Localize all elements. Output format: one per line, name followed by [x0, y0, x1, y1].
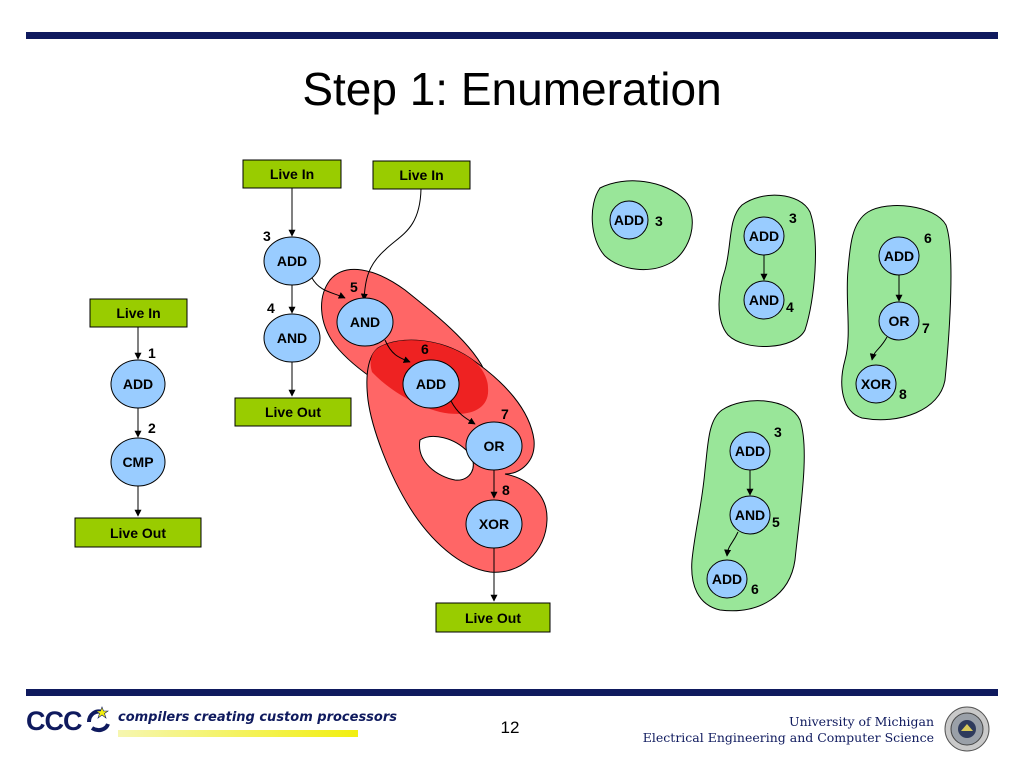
slide-title: Step 1: Enumeration: [302, 63, 722, 115]
graph-b-node-number-3: 3: [263, 228, 271, 244]
subgraph-3-number-6: 6: [924, 230, 932, 246]
graph-b-node-number-5: 5: [350, 279, 358, 295]
subgraph-1-node-add-label: ADD: [614, 212, 644, 228]
graph-b-node-add-6-label: ADD: [416, 376, 446, 392]
graph-a-live-out-label: Live Out: [110, 525, 166, 541]
subgraph-1-node-add: [609, 200, 649, 240]
graph-b-node-and-5-label: AND: [350, 314, 380, 330]
subgraph-4-number-5: 5: [772, 514, 780, 530]
subgraph-2-number-3: 3: [789, 210, 797, 226]
subgraph-3-node-xor: [855, 364, 897, 404]
subgraph-3-number-7: 7: [922, 320, 930, 336]
graph-a-node-cmp-label: CMP: [122, 454, 153, 470]
subgraph-3-node-add-label: ADD: [884, 248, 914, 264]
subgraph-4-edge-2: [724, 531, 739, 557]
logo-tagline: compilers creating custom processors: [118, 710, 397, 725]
subgraph-3-number-8: 8: [899, 386, 907, 402]
subgraph-1-number: 3: [655, 213, 663, 229]
graph-b-node-and-5: [336, 297, 394, 347]
graph-a-node-number-1: 1: [148, 345, 156, 361]
graph-b-live-out-label-2: Live Out: [465, 610, 521, 626]
edge-b-add3-and5: [311, 277, 346, 299]
graph-a-node-add-label: ADD: [123, 376, 153, 392]
graph-b-live-in-box-2: [372, 160, 471, 190]
subgraph-4-number-3: 3: [774, 424, 782, 440]
subgraph-4-node-and-5-label: AND: [735, 507, 765, 523]
graph-b-live-in-label-1: Live In: [270, 166, 314, 182]
subgraph-4-number-6: 6: [751, 581, 759, 597]
subgraph-3-node-or-label: OR: [889, 313, 910, 329]
subgraph-4-node-and-5: [729, 495, 771, 535]
top-rule: [26, 32, 998, 39]
graph-a-live-in-label: Live In: [116, 305, 160, 321]
graph-a-node-number-2: 2: [148, 420, 156, 436]
subgraph-4-node-add-6-label: ADD: [712, 571, 742, 587]
graph-b-node-and-4-label: AND: [277, 330, 307, 346]
graph-b-node-number-7: 7: [501, 406, 509, 422]
graph-b-live-out-box-1: [234, 397, 352, 427]
subgraph-2-node-and: [743, 280, 785, 320]
graph-b-live-in-label-2: Live In: [399, 167, 443, 183]
graph-a-live-out-box: [74, 517, 202, 548]
subgraph-2-region: [718, 194, 816, 347]
graph-b-node-add-3-label: ADD: [277, 253, 307, 269]
subgraph-2-number-4: 4: [786, 299, 794, 315]
graph-b-node-number-8: 8: [502, 482, 510, 498]
graph-b-live-in-box-1: [242, 159, 342, 189]
graph-b-node-number-6: 6: [421, 341, 429, 357]
edge-b-and5-add6: [384, 339, 411, 363]
subgraph-2-node-add-label: ADD: [749, 228, 779, 244]
graph-b-node-or-7-label: OR: [484, 438, 505, 454]
bottom-rule: [26, 689, 998, 696]
graph-b-node-add-6: [402, 359, 460, 409]
subgraph-3-edge-2: [869, 336, 888, 361]
subgraph-3-node-xor-label: XOR: [861, 376, 891, 392]
graph-b-node-number-4: 4: [267, 300, 275, 316]
subgraph-3-node-or: [878, 301, 920, 341]
graph-b-live-out-box-2: [435, 602, 551, 633]
university-seal-icon: [944, 706, 990, 752]
graph-b-live-out-label-1: Live Out: [265, 404, 321, 420]
ccc-logo-mark: CCC: [26, 706, 82, 736]
graph-b-node-xor-8-label: XOR: [479, 516, 509, 532]
department-name: Electrical Engineering and Computer Scie…: [642, 730, 934, 745]
subgraph-2-node-and-label: AND: [749, 292, 779, 308]
edge-b-add6-or7: [450, 400, 476, 425]
university-name: University of Michigan: [789, 714, 934, 729]
ccc-logo-icon: [87, 706, 110, 733]
page-number: 12: [500, 718, 520, 737]
subgraph-4-node-add-6: [706, 559, 748, 599]
edge-b-livein2-and5: [360, 188, 422, 301]
subgraph-4-node-add-3-label: ADD: [735, 443, 765, 459]
logo-underline-bar: [118, 730, 358, 737]
